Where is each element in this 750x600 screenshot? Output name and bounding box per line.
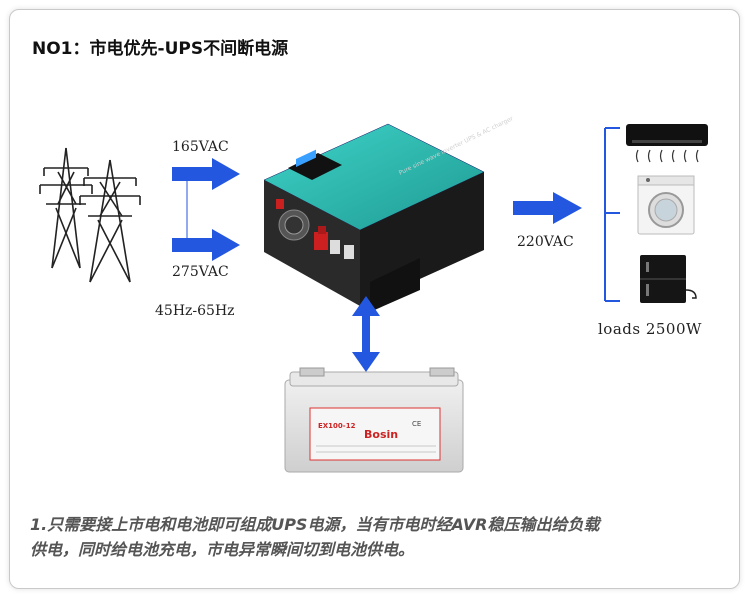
arrow-right-icon (172, 158, 240, 190)
refrigerator-icon (640, 255, 697, 303)
battery-brand: Bosin (364, 428, 398, 441)
double-arrow-vertical-icon (352, 296, 380, 372)
frequency-label: 45Hz-65Hz (155, 303, 235, 319)
battery-cert: CE (412, 420, 421, 428)
air-conditioner-icon (626, 124, 708, 163)
washing-machine-icon (637, 175, 695, 235)
input-low-voltage-label: 165VAC (172, 139, 229, 155)
output-voltage-label: 220VAC (517, 234, 574, 250)
load-bracket (604, 127, 620, 302)
caption-line-2: 供电，同时给电池充电，市电异常瞬间切到电池供电。 (30, 540, 415, 559)
arrow-right-icon (513, 192, 582, 224)
description-caption: 1.只需要接上市电和电池即可组成UPS电源，当有市电时经AVR稳压输出给负载 供… (30, 512, 730, 562)
input-high-voltage-label: 275VAC (172, 264, 229, 280)
page-title: NO1：市电优先-UPS不间断电源 (32, 39, 289, 59)
battery-model: EX100-12 (318, 422, 356, 430)
power-tower-icon (39, 147, 141, 283)
inverter-device: Pure sine wave inverter UPS & AC charger (263, 115, 515, 312)
arrow-right-icon (172, 229, 240, 261)
battery-image: EX100-12 Bosin CE (284, 367, 464, 473)
input-arrows (172, 158, 240, 261)
loads-label: loads 2500W (598, 320, 702, 338)
caption-line-1: 1.只需要接上市电和电池即可组成UPS电源，当有市电时经AVR稳压输出给负载 (30, 515, 600, 534)
